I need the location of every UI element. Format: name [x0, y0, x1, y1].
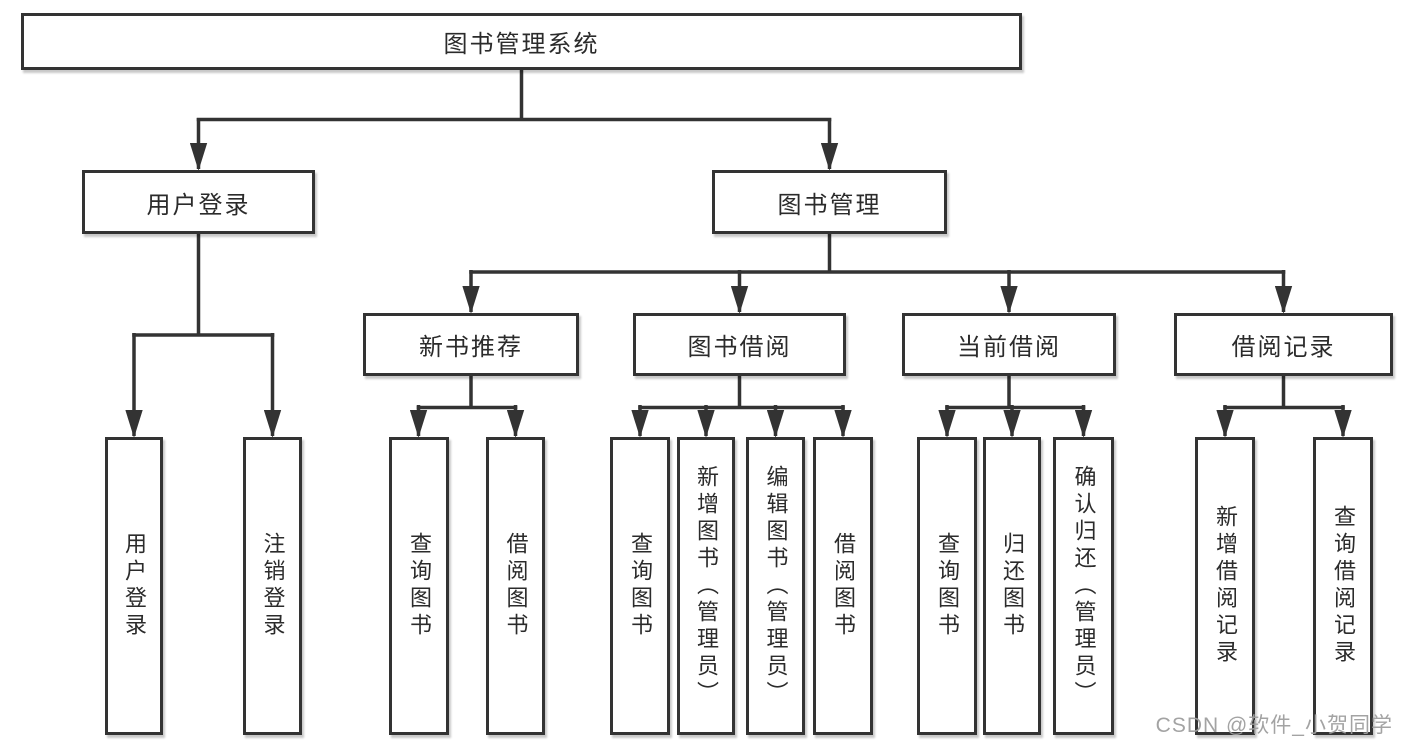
leaf-borrow-books: 借阅图书: [813, 437, 873, 735]
csdn-watermark: CSDN @软件_小贺同学: [1155, 714, 1393, 737]
leaf-return-books: 归还图书: [983, 437, 1041, 735]
leaf-query-borrow-record: 查询借阅记录: [1313, 437, 1373, 735]
leaf-logout-login: 注销登录: [243, 437, 302, 735]
node-current-borrow: 当前借阅: [902, 313, 1116, 376]
leaf-user-login: 用户登录: [105, 437, 163, 735]
node-new-book-recommend: 新书推荐: [363, 313, 579, 376]
node-library-system: 图书管理系统: [21, 13, 1022, 70]
node-user-login: 用户登录: [82, 170, 315, 234]
node-book-management: 图书管理: [712, 170, 947, 234]
leaf-query-books-borrow: 查询图书: [610, 437, 670, 735]
leaf-borrow-books-recommend: 借阅图书: [486, 437, 545, 735]
leaf-edit-books-admin: 编辑图书（管理员）: [746, 437, 805, 735]
node-book-borrow: 图书借阅: [633, 313, 846, 376]
leaf-confirm-return-admin: 确认归还（管理员）: [1053, 437, 1114, 735]
leaf-add-borrow-record: 新增借阅记录: [1195, 437, 1255, 735]
leaf-query-books-recommend: 查询图书: [389, 437, 449, 735]
node-borrow-records: 借阅记录: [1174, 313, 1393, 376]
leaf-add-books-admin: 新增图书（管理员）: [677, 437, 735, 735]
leaf-query-books-current: 查询图书: [917, 437, 977, 735]
